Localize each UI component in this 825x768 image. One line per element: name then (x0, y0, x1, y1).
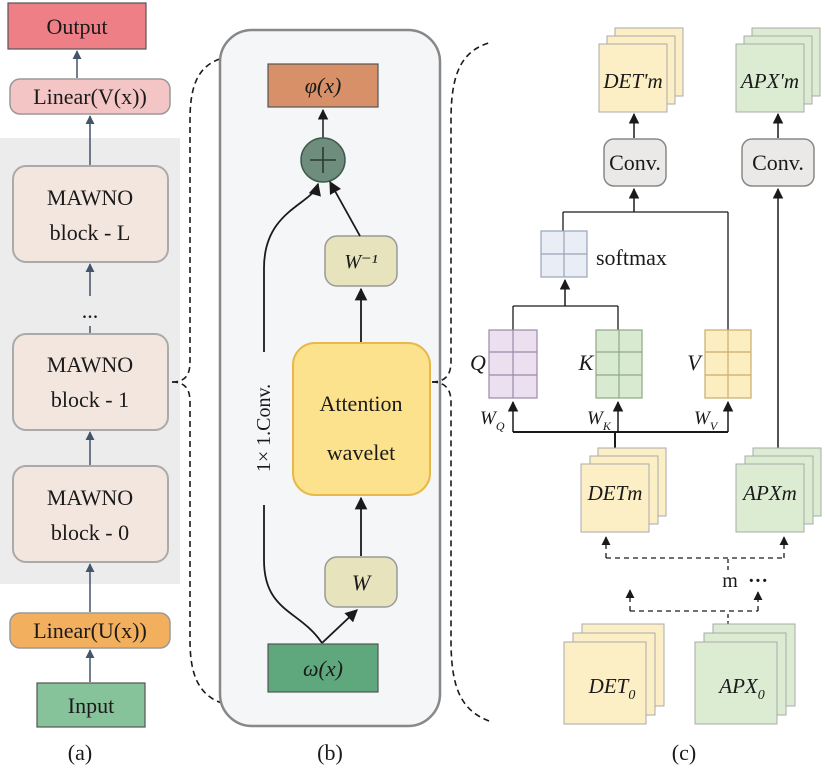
det0-stack (563, 623, 665, 725)
input-box (36, 682, 146, 728)
caption-b: (b) (317, 740, 343, 765)
softmax-matrix (540, 230, 588, 278)
block-1-title: MAWNO (47, 352, 133, 377)
apx0-label: APX0 (717, 674, 764, 703)
omega-label: ω(x) (303, 656, 343, 681)
panel-b: φ(x) W⁻¹ Attention wavelet W ω(x) 1× 1.C… (218, 28, 442, 765)
omega-box (267, 643, 379, 693)
det-prime-stack (598, 27, 684, 113)
detm-label: DETm (587, 481, 643, 505)
w-inverse-label: W⁻¹ (344, 251, 377, 273)
linear-v-box (9, 78, 171, 115)
det0-label: DET0 (588, 674, 636, 703)
k-matrix (595, 329, 643, 399)
output-box (7, 2, 147, 50)
brace-right-lower (431, 381, 493, 723)
conv-right-label: Conv. (752, 150, 804, 175)
panel-a: Output Linear(V(x)) MAWNO block - L ... … (0, 2, 180, 765)
m-dots: ··· (748, 570, 768, 592)
v-label: V (687, 350, 703, 375)
apx0-stack (694, 623, 796, 725)
mawno-block-1 (12, 333, 169, 431)
w-label: W (352, 570, 372, 595)
phi-box (267, 63, 379, 108)
block-0-title: MAWNO (47, 485, 133, 510)
phi-label: φ(x) (305, 73, 342, 98)
apx-prime-label: APX'm (739, 69, 799, 93)
output-label: Output (46, 14, 107, 39)
block-0-subtitle: block - 0 (51, 520, 129, 545)
q-label: Q (470, 350, 486, 375)
block-1-subtitle: block - 1 (51, 387, 129, 412)
wv-label: WV (694, 408, 719, 433)
mawno-block-0 (12, 465, 169, 563)
apxm-label: APXm (741, 481, 797, 505)
skip-connection-upper (263, 182, 321, 352)
apx-prime-stack (735, 27, 821, 113)
w-box (324, 556, 398, 608)
attention-line-1: Attention (319, 391, 402, 416)
det-prime-label: DET'm (602, 69, 662, 93)
conv-left-label: Conv. (609, 150, 661, 175)
linear-u-label: Linear(U(x)) (33, 618, 147, 643)
detm-stack (580, 447, 667, 533)
k-label: K (578, 350, 595, 375)
m-label: m (722, 570, 738, 592)
wk-label: WK (587, 408, 612, 433)
conv-skip-label: 1× 1.Conv. (253, 384, 275, 472)
q-matrix (488, 329, 538, 399)
v-matrix (704, 329, 752, 399)
caption-a: (a) (68, 740, 92, 765)
ellipsis-label: ... (82, 298, 99, 323)
linear-v-label: Linear(V(x)) (33, 84, 147, 109)
attention-line-2: wavelet (327, 440, 395, 465)
arrow-omega-to-w (321, 609, 358, 644)
skip-connection-lower (263, 505, 323, 644)
attention-wavelet-box (292, 342, 431, 496)
caption-c: (c) (672, 740, 696, 765)
softmax-label: softmax (596, 245, 667, 270)
input-label: Input (68, 693, 114, 718)
panel-c: DET'm APX'm Conv. Conv. softmax (470, 27, 822, 765)
wq-label: WQ (480, 408, 505, 433)
mawno-block-l (12, 165, 169, 263)
block-l-title: MAWNO (47, 185, 133, 210)
conv-right-box (741, 138, 815, 187)
brace-right-upper (431, 41, 493, 383)
brace-left-upper (171, 54, 241, 383)
apxm-stack (735, 447, 822, 533)
w-inverse-box (324, 235, 398, 287)
block-l-subtitle: block - L (50, 220, 131, 245)
brace-left-lower (171, 381, 241, 708)
arrow-w-inv-to-plus (329, 180, 361, 237)
linear-u-box (9, 612, 171, 649)
conv-left-box (603, 138, 667, 187)
